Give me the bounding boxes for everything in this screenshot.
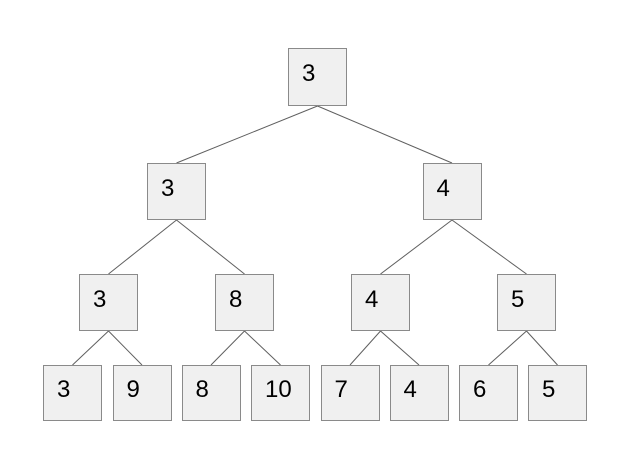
tree-edge-l2n2-to-l3n5: [380, 330, 420, 366]
tree-node-l3-3: 10: [251, 365, 310, 421]
tree-node-l3-1: 9: [112, 365, 172, 421]
tree-node-l1-1: 4: [422, 163, 482, 220]
tree-node-l1-0: 3: [147, 163, 206, 220]
tree-node-l2-3: 5: [497, 274, 556, 331]
tree-node-value: 3: [57, 376, 71, 403]
tree-node-value: 4: [403, 376, 417, 403]
tree-node-value: 5: [511, 285, 525, 313]
tree-node-value: 9: [126, 376, 140, 403]
tree-node-l3-2: 8: [181, 365, 241, 421]
tree-node-value: 8: [229, 285, 243, 313]
tree-edge-l2n3-to-l3n7: [526, 330, 558, 366]
tree-edge-l2n1-to-l3n3: [244, 330, 281, 366]
tree-node-value: 5: [542, 376, 556, 403]
tree-edge-l2n0-to-l3n1: [108, 330, 143, 366]
tree-edge-l2n3-to-l3n6: [488, 330, 527, 366]
tree-node-l3-0: 3: [43, 365, 102, 421]
tree-node-l3-5: 4: [389, 365, 449, 421]
tree-edge-l1n1-to-l2n3: [451, 219, 527, 275]
tree-edge-l2n0-to-l3n0: [72, 330, 109, 366]
tree-node-l3-6: 6: [459, 365, 518, 421]
tree-edge-l1n0-to-l2n1: [176, 219, 245, 275]
tree-node-value: 3: [302, 60, 316, 87]
tree-node-value: 7: [334, 376, 348, 403]
tree-node-l2-1: 8: [215, 274, 274, 331]
tree-edge-l2n2-to-l3n4: [349, 330, 381, 366]
tree-node-value: 10: [265, 376, 292, 403]
tree-node-value: 4: [436, 174, 450, 202]
tree-node-l2-2: 4: [351, 274, 410, 331]
tree-node-value: 6: [473, 376, 487, 403]
tree-node-l3-7: 5: [528, 365, 587, 421]
tree-edge-l0n0-to-l1n0: [176, 105, 318, 164]
tree-node-l3-4: 7: [320, 365, 380, 421]
tree-edge-l1n1-to-l2n2: [380, 219, 453, 275]
tree-node-value: 3: [161, 174, 175, 202]
tree-node-value: 8: [195, 376, 209, 403]
tree-edge-l0n0-to-l1n1: [317, 105, 453, 164]
tree-node-value: 3: [93, 285, 107, 313]
tree-node-value: 4: [365, 285, 379, 313]
tree-edge-l2n1-to-l3n2: [210, 330, 245, 366]
tree-node-l2-0: 3: [79, 274, 138, 331]
tree-edge-l1n0-to-l2n0: [108, 219, 177, 275]
tree-node-l0-0: 3: [288, 48, 347, 106]
